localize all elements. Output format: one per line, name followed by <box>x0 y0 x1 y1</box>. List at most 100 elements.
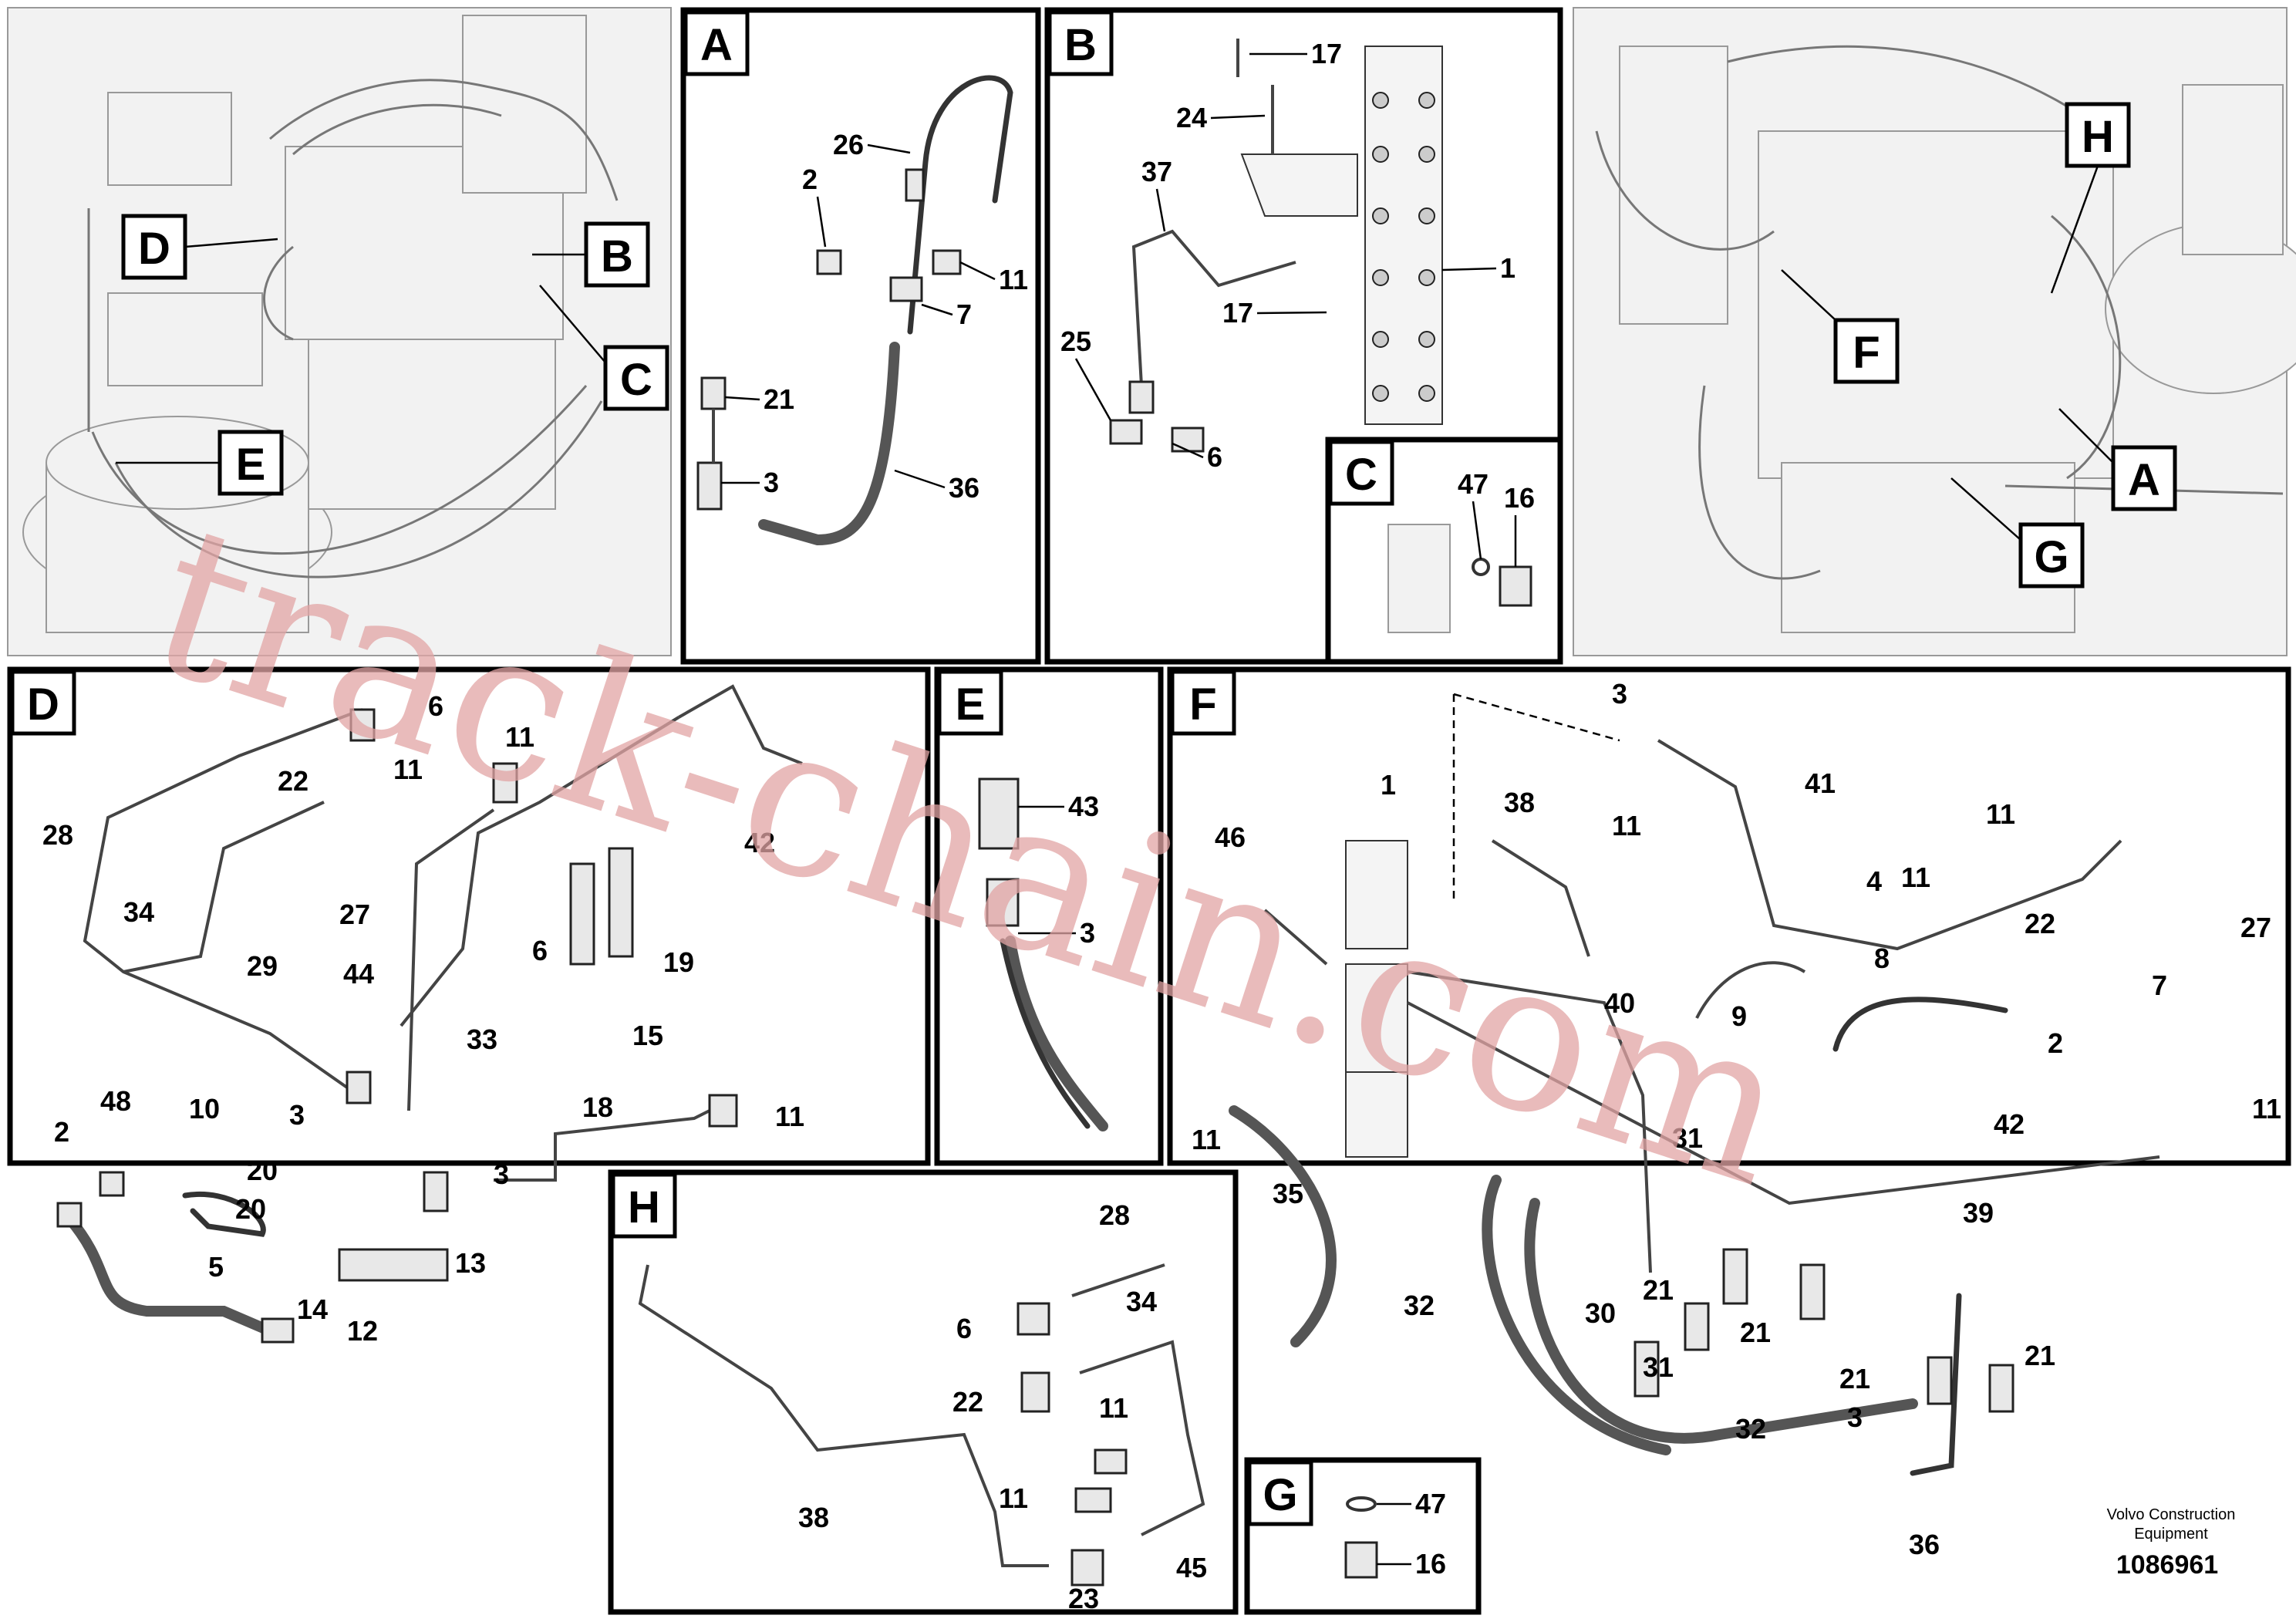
part-number-label: 33 <box>467 1023 497 1055</box>
part-number-label: 39 <box>1963 1197 1994 1229</box>
panel-C: C 47 16 <box>1325 437 1563 665</box>
svg-text:Equipment: Equipment <box>2134 1526 2208 1543</box>
part-number-label: 2 <box>2048 1027 2063 1059</box>
part-number-label: 38 <box>798 1502 829 1533</box>
part-number-label: 29 <box>247 950 278 982</box>
detail-tag-label: E <box>236 440 266 490</box>
footer-credit: Volvo Construction Equipment 1086961 <box>2107 1506 2236 1580</box>
part-number-label: 11 <box>999 264 1028 295</box>
callout-F-right[interactable]: F <box>1781 269 1900 384</box>
part-number-label: 9 <box>1731 1000 1747 1032</box>
part-number-label: 22 <box>952 1386 983 1418</box>
part-number-label: 27 <box>2240 912 2271 943</box>
part-number-label: 46 <box>1215 821 1246 853</box>
detail-tag-label: D <box>27 679 59 730</box>
part-number-label: 6 <box>428 690 443 722</box>
part-number-label: 16 <box>1504 482 1535 514</box>
part-number-label: 13 <box>455 1247 486 1279</box>
part-number-label: 3 <box>494 1158 509 1190</box>
part-number-label: 20 <box>235 1193 266 1225</box>
part-number-label: 7 <box>2152 969 2167 1001</box>
callout-E-left[interactable]: E <box>116 430 284 496</box>
part-number-label: 36 <box>949 472 979 504</box>
part-number-label: 10 <box>189 1093 220 1125</box>
part-number-label: 22 <box>2025 908 2055 939</box>
part-number-label: 21 <box>2025 1340 2055 1371</box>
part-number-label: 2 <box>54 1116 69 1148</box>
part-number-label: 22 <box>278 765 308 797</box>
part-number-label: 11 <box>1986 798 2015 830</box>
part-number-label: 3 <box>289 1099 305 1131</box>
panel-D: D 6 11 22 11 28 34 27 29 44 6 19 33 15 4… <box>7 666 931 1347</box>
detail-tag-label: B <box>601 231 633 282</box>
part-number-label: 28 <box>42 819 73 851</box>
callout-C-left[interactable]: C <box>539 285 669 411</box>
part-number-label: 11 <box>1099 1392 1128 1424</box>
part-number-label: 36 <box>1909 1529 1940 1560</box>
part-number-label: 47 <box>1415 1488 1446 1519</box>
detail-tag-label: C <box>620 355 652 405</box>
part-number-label: 1 <box>1381 769 1396 801</box>
part-number-label: 26 <box>833 129 864 160</box>
detail-tag-label: G <box>1263 1470 1297 1520</box>
part-number-label: 43 <box>1068 791 1099 822</box>
part-number-label: 42 <box>1994 1108 2025 1140</box>
part-number-label: 17 <box>1222 297 1253 329</box>
panel-G: G 47 16 <box>1244 1457 1482 1615</box>
part-number-label: 20 <box>247 1155 278 1186</box>
part-number-label: 31 <box>1672 1122 1703 1154</box>
part-number-label: 3 <box>1080 917 1095 949</box>
detail-tag-label: H <box>2082 112 2114 162</box>
part-number-label: 34 <box>123 896 154 928</box>
callout-H-right[interactable]: H <box>2050 102 2131 294</box>
part-number-label: 5 <box>208 1251 224 1283</box>
part-number-label: 3 <box>1612 678 1627 710</box>
detail-tag-label: A <box>700 20 733 70</box>
part-number-label: 11 <box>1192 1124 1221 1155</box>
part-number-label: 19 <box>663 946 694 978</box>
callout-B-left[interactable]: B <box>532 221 650 288</box>
part-number-label: 2 <box>802 164 818 195</box>
part-number-label: 34 <box>1126 1286 1157 1317</box>
part-number-label: 45 <box>1176 1552 1207 1583</box>
part-number-label: 31 <box>1643 1351 1674 1383</box>
part-number-label: 6 <box>1207 441 1222 473</box>
part-number-label: 48 <box>100 1085 131 1117</box>
part-number-label: 47 <box>1458 468 1489 500</box>
detail-tag-label: F <box>1189 679 1216 730</box>
callout-A-right[interactable]: A <box>2058 408 2177 511</box>
part-number-label: 3 <box>764 467 779 498</box>
part-number-label: 32 <box>1404 1290 1435 1321</box>
panel-H: H 28 34 6 22 11 11 38 45 23 <box>608 1169 1239 1615</box>
panel-A: A 26 2 11 7 21 3 36 <box>680 7 1041 665</box>
part-number-label: 4 <box>1866 865 1882 897</box>
part-number-label: 1 <box>1500 252 1515 284</box>
part-number-label: 23 <box>1068 1583 1099 1614</box>
callout-D-left[interactable]: D <box>121 214 278 280</box>
part-number-label: 11 <box>775 1101 804 1132</box>
part-number-label: 32 <box>1735 1413 1766 1445</box>
part-number-label: 16 <box>1415 1548 1446 1580</box>
part-number-label: 3 <box>1847 1401 1863 1433</box>
detail-tag-label: A <box>2128 455 2160 505</box>
part-number-label: 6 <box>956 1313 972 1344</box>
callout-G-right[interactable]: G <box>1950 477 2085 588</box>
part-number-label: 11 <box>2252 1093 2281 1125</box>
overview-right-illustration <box>1573 7 2296 656</box>
part-number-label: 11 <box>505 721 534 753</box>
detail-tag-label: E <box>956 679 986 730</box>
part-number-label: 17 <box>1311 38 1342 69</box>
part-number-label: 21 <box>1740 1317 1771 1348</box>
detail-tag-label: G <box>2034 532 2068 582</box>
detail-tag-label: H <box>628 1182 660 1233</box>
part-number-label: 14 <box>297 1293 328 1325</box>
part-number-label: 25 <box>1060 325 1091 357</box>
detail-tag-label: C <box>1345 450 1377 500</box>
part-number-label: 21 <box>1643 1274 1674 1306</box>
part-number-label: 18 <box>582 1091 613 1123</box>
detail-tag-label: D <box>138 224 170 274</box>
document-number: 1086961 <box>2116 1550 2218 1580</box>
part-number-label: 41 <box>1805 767 1836 799</box>
part-number-label: 28 <box>1099 1199 1130 1231</box>
